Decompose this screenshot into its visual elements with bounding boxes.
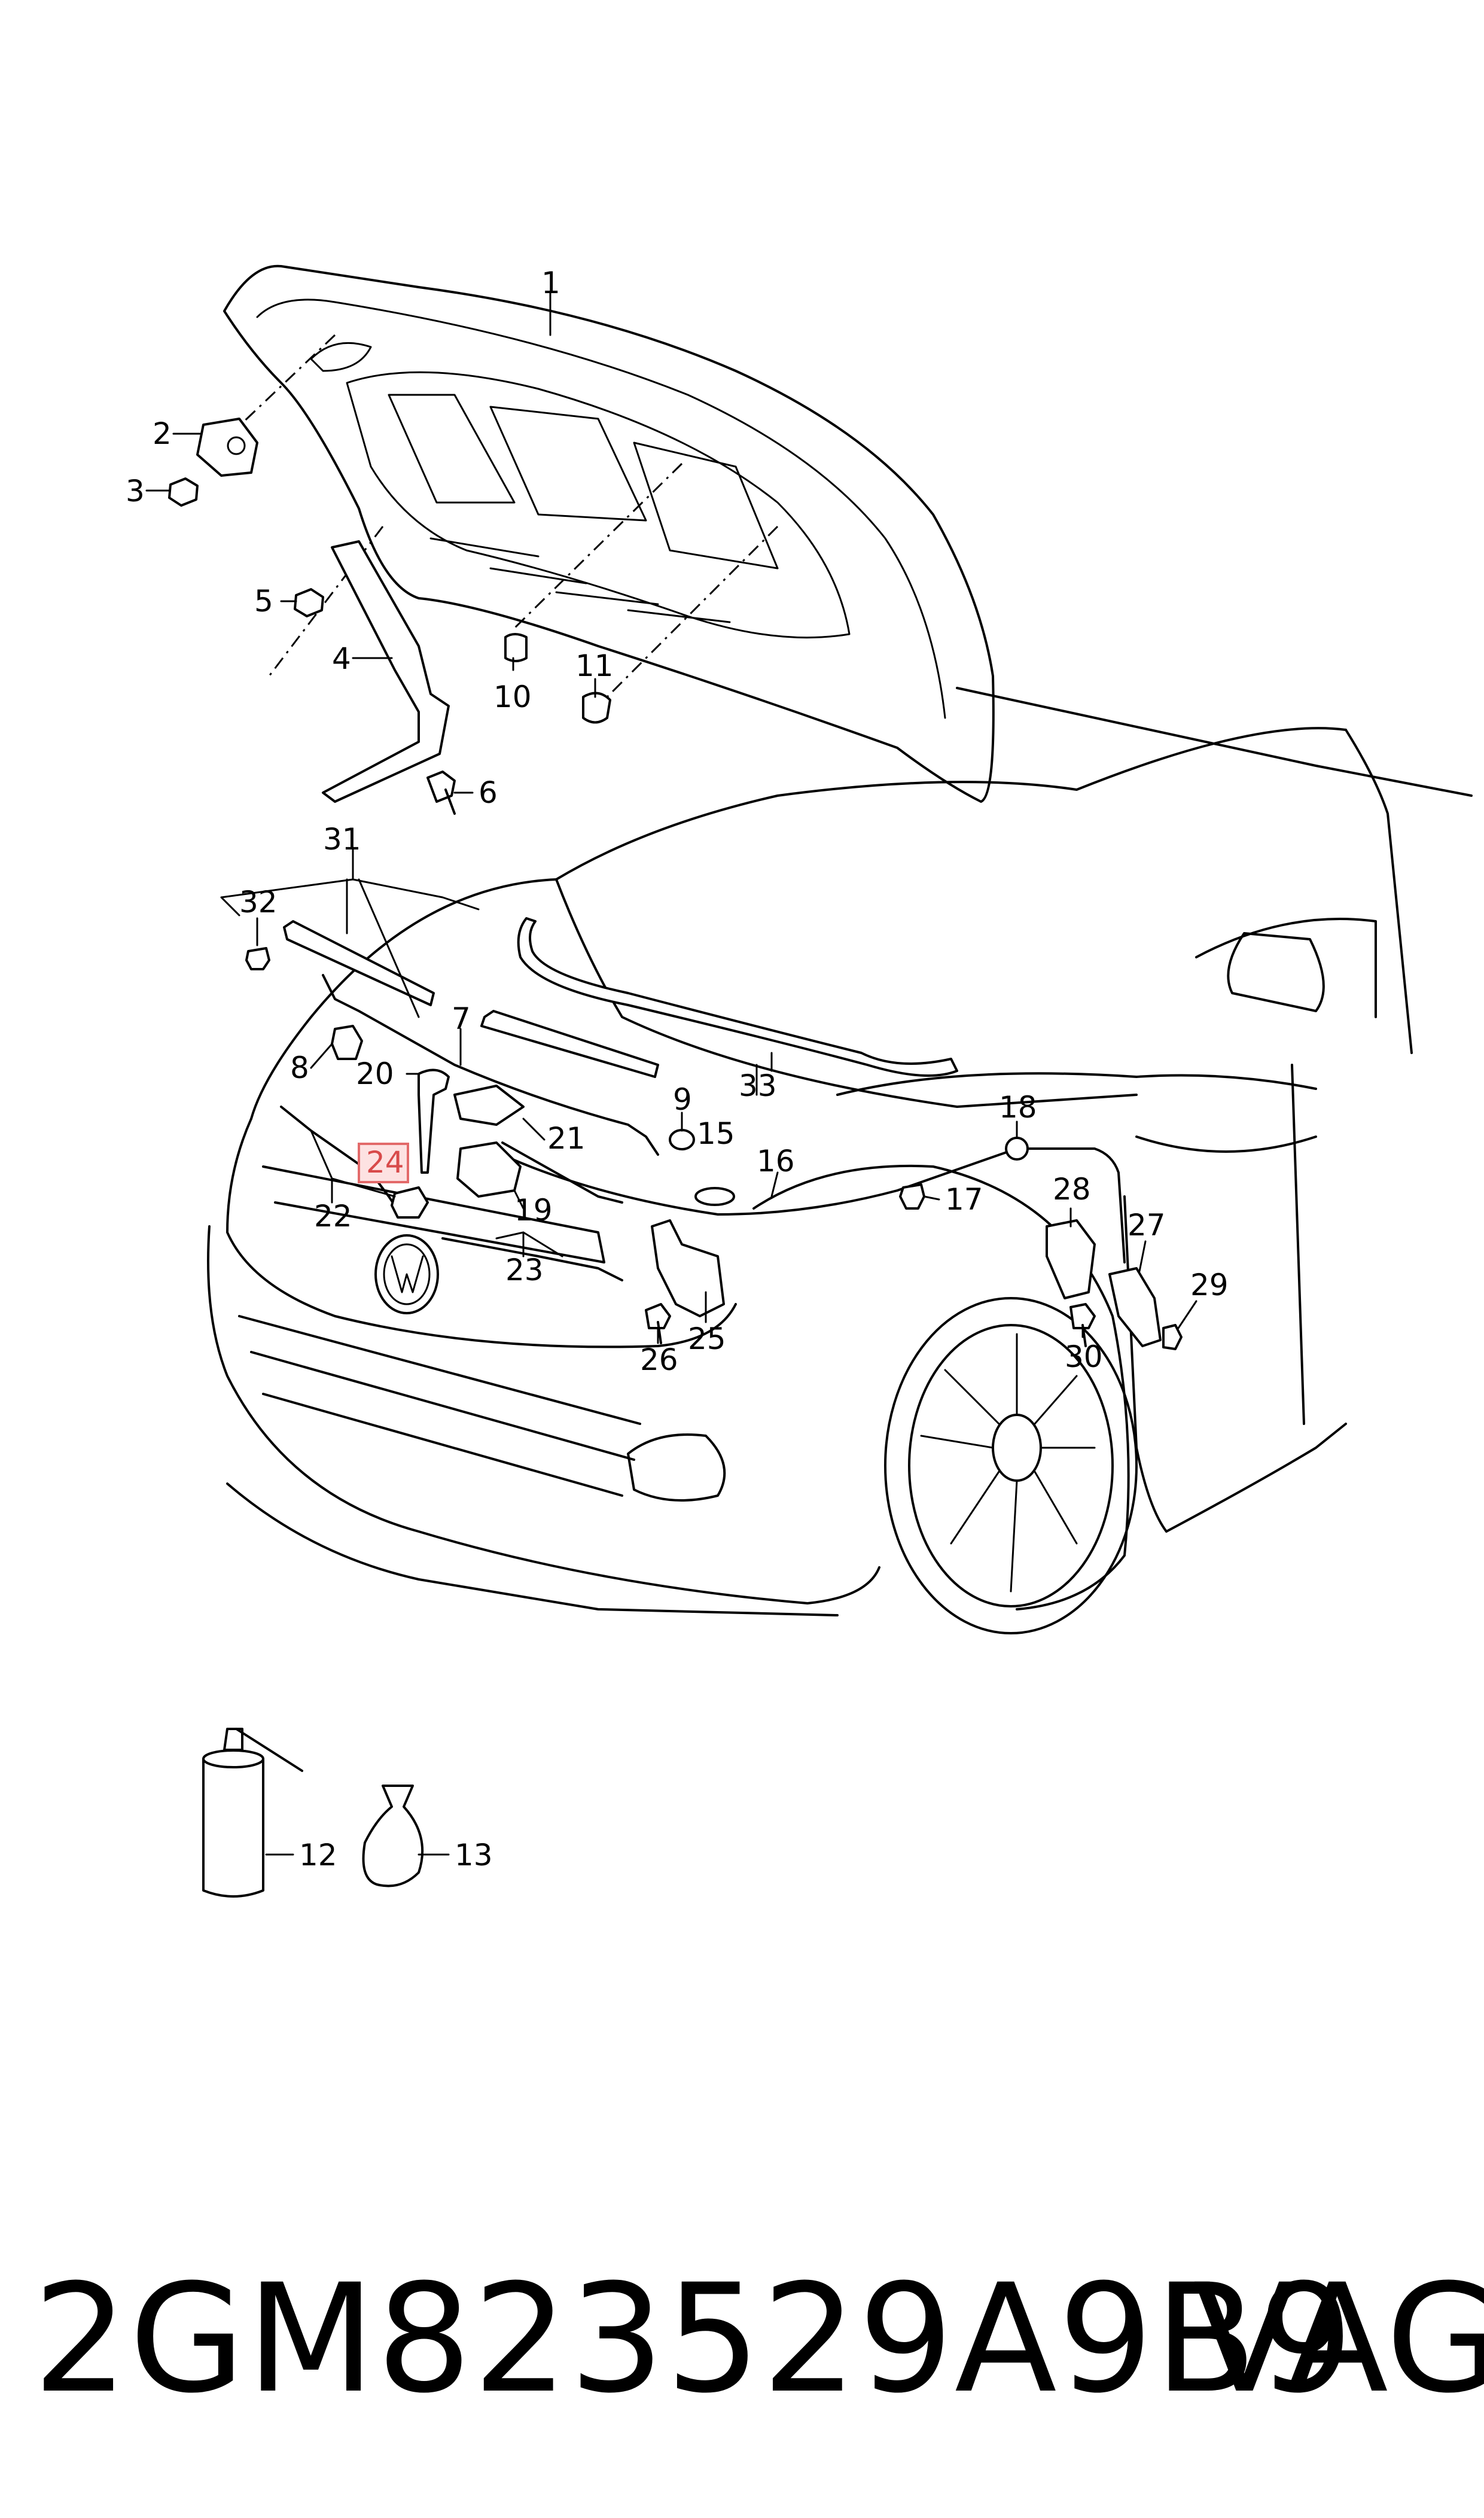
callout-1: 1 bbox=[541, 266, 560, 300]
callout-21: 21 bbox=[547, 1121, 586, 1156]
callout-28: 28 bbox=[1053, 1172, 1091, 1207]
bolt-26 bbox=[645, 1303, 671, 1344]
callout-23: 23 bbox=[505, 1253, 544, 1287]
grommet-9 bbox=[669, 1129, 695, 1150]
bracket-21 bbox=[453, 1085, 525, 1126]
hinge-bracket-2 bbox=[196, 418, 258, 477]
nut-3 bbox=[168, 477, 199, 507]
callout-3: 3 bbox=[126, 474, 145, 509]
callout-24-highlight bbox=[358, 1143, 409, 1183]
callout-15: 15 bbox=[697, 1116, 735, 1151]
callout-30: 30 bbox=[1065, 1339, 1103, 1374]
callout-31: 31 bbox=[323, 822, 361, 857]
disc-15 bbox=[694, 1187, 735, 1206]
grease-bag-13 bbox=[362, 1785, 424, 1887]
callout-33: 33 bbox=[739, 1068, 777, 1103]
callout-4: 4 bbox=[332, 641, 351, 676]
callout-9: 9 bbox=[673, 1082, 692, 1117]
cable-18 bbox=[1016, 1147, 1126, 1263]
grommet-18 bbox=[1005, 1137, 1029, 1161]
parts-diagram: 1 2 3 4 5 6 7 8 9 10 11 12 13 15 16 17 1… bbox=[126, 264, 1473, 1898]
spray-can-12 bbox=[202, 1728, 303, 1898]
callout-8: 8 bbox=[290, 1051, 309, 1085]
lock-19 bbox=[456, 1141, 522, 1198]
callout-32: 32 bbox=[239, 885, 278, 919]
callout-7: 7 bbox=[452, 1001, 471, 1036]
seal-31-upper bbox=[283, 920, 435, 1006]
bracket-27 bbox=[1108, 1267, 1162, 1347]
clip-29 bbox=[1162, 1324, 1183, 1350]
cable-23 bbox=[441, 1237, 623, 1281]
part-24 bbox=[391, 1186, 429, 1219]
assembly-line-2 bbox=[513, 462, 683, 629]
clip-32 bbox=[245, 947, 270, 970]
clip-17 bbox=[899, 1183, 925, 1210]
cover-28 bbox=[1046, 1219, 1096, 1299]
callout-2: 2 bbox=[153, 416, 172, 451]
leader-lines bbox=[145, 292, 1197, 1856]
hood-panel bbox=[223, 264, 995, 803]
prop-rod-20 bbox=[418, 1068, 450, 1174]
callout-16: 16 bbox=[757, 1144, 795, 1179]
vw-emblem bbox=[374, 1234, 439, 1314]
seal-33 bbox=[517, 917, 958, 1077]
callout-18: 18 bbox=[999, 1090, 1037, 1125]
seal-31-lower bbox=[480, 1010, 659, 1078]
callout-13: 13 bbox=[455, 1838, 493, 1872]
callout-5: 5 bbox=[254, 584, 273, 619]
cable-7 bbox=[322, 974, 659, 1156]
cable-19 bbox=[501, 1141, 623, 1204]
buffer-10 bbox=[504, 633, 528, 662]
callout-22: 22 bbox=[314, 1199, 352, 1234]
nut-5 bbox=[294, 588, 324, 617]
bolt-6 bbox=[426, 771, 456, 815]
buffer-11 bbox=[582, 692, 611, 724]
clip-8 bbox=[331, 1025, 363, 1060]
callout-6: 6 bbox=[479, 775, 498, 810]
callout-27: 27 bbox=[1128, 1208, 1166, 1243]
callout-29: 29 bbox=[1190, 1268, 1229, 1302]
hinge-4 bbox=[322, 540, 450, 803]
assembly-line-3 bbox=[603, 525, 779, 701]
callout-11: 11 bbox=[575, 648, 614, 683]
callout-24: 24 bbox=[366, 1145, 404, 1180]
callout-25: 25 bbox=[688, 1322, 726, 1356]
latch-25 bbox=[651, 1219, 725, 1317]
callout-10: 10 bbox=[493, 680, 532, 714]
callout-26: 26 bbox=[640, 1342, 678, 1377]
callout-20: 20 bbox=[356, 1056, 394, 1091]
vehicle-body bbox=[207, 687, 1473, 1634]
callout-17: 17 bbox=[945, 1182, 983, 1217]
callout-19: 19 bbox=[514, 1193, 553, 1228]
brand-label: VAG bbox=[1193, 2252, 1484, 2426]
callout-12: 12 bbox=[299, 1838, 337, 1872]
part-number: 2GM823529A9B9 bbox=[33, 2252, 1355, 2426]
